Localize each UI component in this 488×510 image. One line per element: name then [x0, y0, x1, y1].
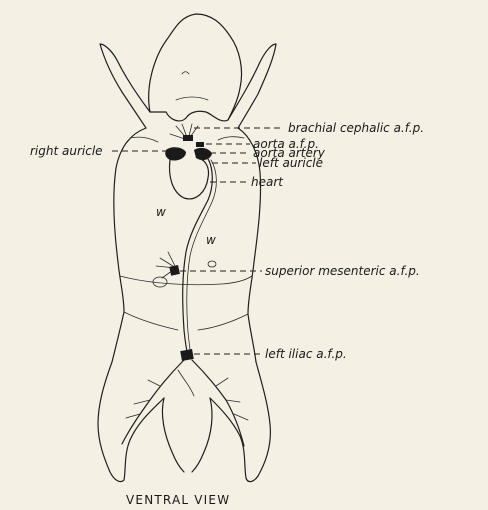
cloaca-line: [178, 370, 194, 396]
labels: brachial cephalic a.f.p. aorta a.f.p. ao…: [30, 121, 424, 361]
iliac-artery-left: [122, 360, 184, 444]
label-right-auricle: right auricle: [30, 144, 103, 158]
circulatory-system: w w: [122, 124, 248, 446]
label-left-iliac: left iliac a.f.p.: [265, 347, 347, 361]
iliac-artery-right: [192, 360, 244, 446]
left-hindleg-outline: [98, 362, 164, 482]
small-organ-right: [208, 261, 216, 267]
jaw-line: [176, 97, 208, 100]
shoulder-crease-left: [130, 137, 158, 142]
heart-ventricle: [170, 158, 209, 199]
right-auricle: [165, 147, 186, 160]
left-iliac-afp-mark: [180, 349, 194, 361]
hip-crease-right: [198, 314, 248, 330]
inner-thigh-left: [162, 398, 184, 472]
aorta: [183, 156, 213, 356]
label-superior-mesenteric: superior mesenteric a.f.p.: [265, 264, 420, 278]
organ-mark-left: w: [156, 205, 166, 219]
head-outline: [149, 14, 242, 121]
right-forelimb-outline: [228, 44, 276, 128]
label-brachial-cephalic: brachial cephalic a.f.p.: [288, 121, 424, 135]
inner-thigh-right: [192, 398, 212, 472]
brachial-cephalic-afp-mark: [183, 135, 193, 141]
hip-crease-left: [124, 312, 178, 330]
label-left-auricle: left auricle: [259, 156, 323, 170]
torso-right-outline: [238, 128, 261, 362]
shoulder-crease-right: [218, 137, 244, 140]
iliac-branches-right: [216, 378, 248, 420]
aorta-afp-mark: [196, 142, 204, 147]
right-hindleg-outline: [210, 362, 270, 482]
label-heart: heart: [251, 175, 284, 189]
abdominal-cavity-line: [120, 276, 252, 285]
eye-mark: [182, 72, 189, 74]
left-forelimb-outline: [100, 44, 150, 128]
left-auricle: [194, 148, 212, 160]
torso-left-outline: [112, 128, 146, 362]
aorta-inner-wall: [187, 160, 217, 356]
organ-mark-right: w: [206, 233, 216, 247]
diagram-caption: VENTRAL VIEW: [126, 493, 230, 507]
superior-mesenteric-afp-mark: [169, 265, 180, 276]
iliac-branches-left: [126, 380, 160, 418]
